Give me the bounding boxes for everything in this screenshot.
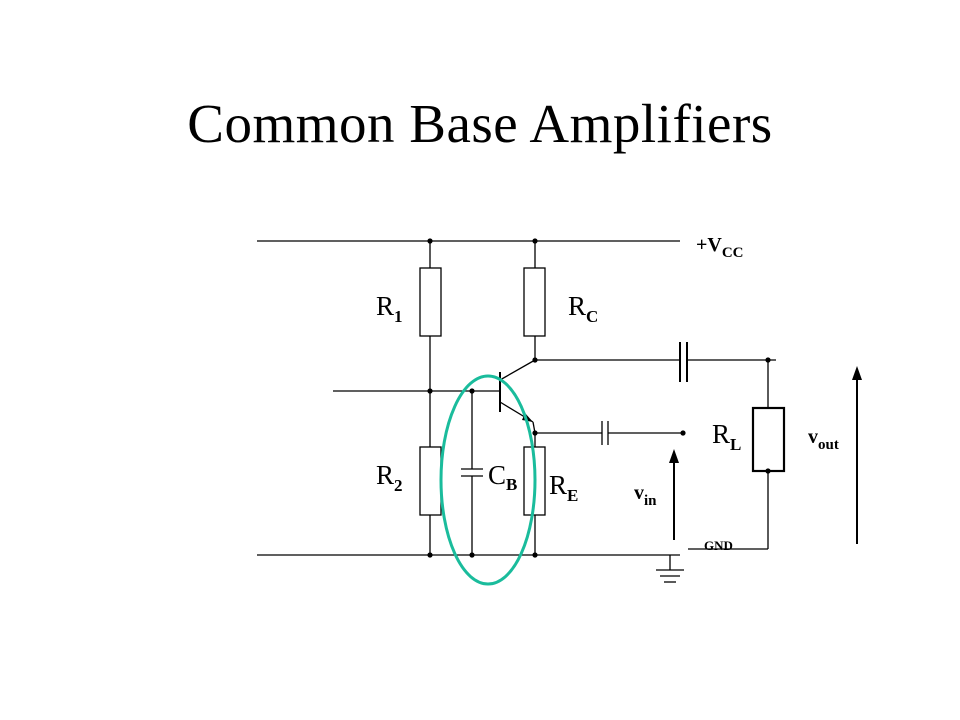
vcc-label-sub: CC [722,245,744,261]
junction-dot [532,357,538,363]
re-label-sub: E [567,486,578,505]
junction-dot [532,552,538,558]
rl-label: RL [712,419,741,454]
cb-label-main: C [488,460,506,490]
re-label: RE [549,470,578,505]
vin-label-sub: in [644,493,657,509]
rl-label-main: R [712,419,730,449]
vin-arrow-head [669,449,679,463]
r2-resistor [419,446,442,516]
gnd-label: GND [704,538,733,553]
rl-resistor [751,406,786,473]
r2-label-main: R [376,460,394,490]
transistor-collector [499,359,536,381]
re-label-main: R [549,470,567,500]
r2-label: R2 [376,460,403,495]
junction-dot [765,357,771,363]
rc-resistor [523,267,546,337]
rc-label-main: R [568,291,586,321]
rc-label: RC [568,291,598,326]
rl-label-sub: L [730,435,741,454]
vin-label: vin [634,482,657,509]
junction-dot [469,552,475,558]
vin-label-main: v [634,482,644,504]
junction-dot [427,238,433,244]
junction-dot [532,430,538,436]
cb-highlight-ellipse [439,374,537,586]
r2-label-sub: 2 [394,476,403,495]
r1-resistor [419,267,442,337]
junction-dot [427,388,433,394]
junction-dot [469,388,475,394]
vcc-label-main: +V [696,234,722,256]
vout-label-sub: out [818,437,839,453]
r1-label: R1 [376,291,403,326]
r1-label-main: R [376,291,394,321]
vout-label-main: v [808,426,818,448]
r1-label-sub: 1 [394,307,403,326]
junction-dot [532,238,538,244]
vcc-label: +VCC [696,234,744,261]
vout-label: vout [808,426,839,453]
terminal-dot [680,430,686,436]
vout-arrow-head [852,366,862,380]
junction-dot [765,468,771,474]
junction-dot [427,552,433,558]
cb-label: CB [488,460,517,494]
cb-label-sub: B [506,475,517,494]
slide-title: Common Base Amplifiers [187,93,773,154]
rc-label-sub: C [586,307,598,326]
